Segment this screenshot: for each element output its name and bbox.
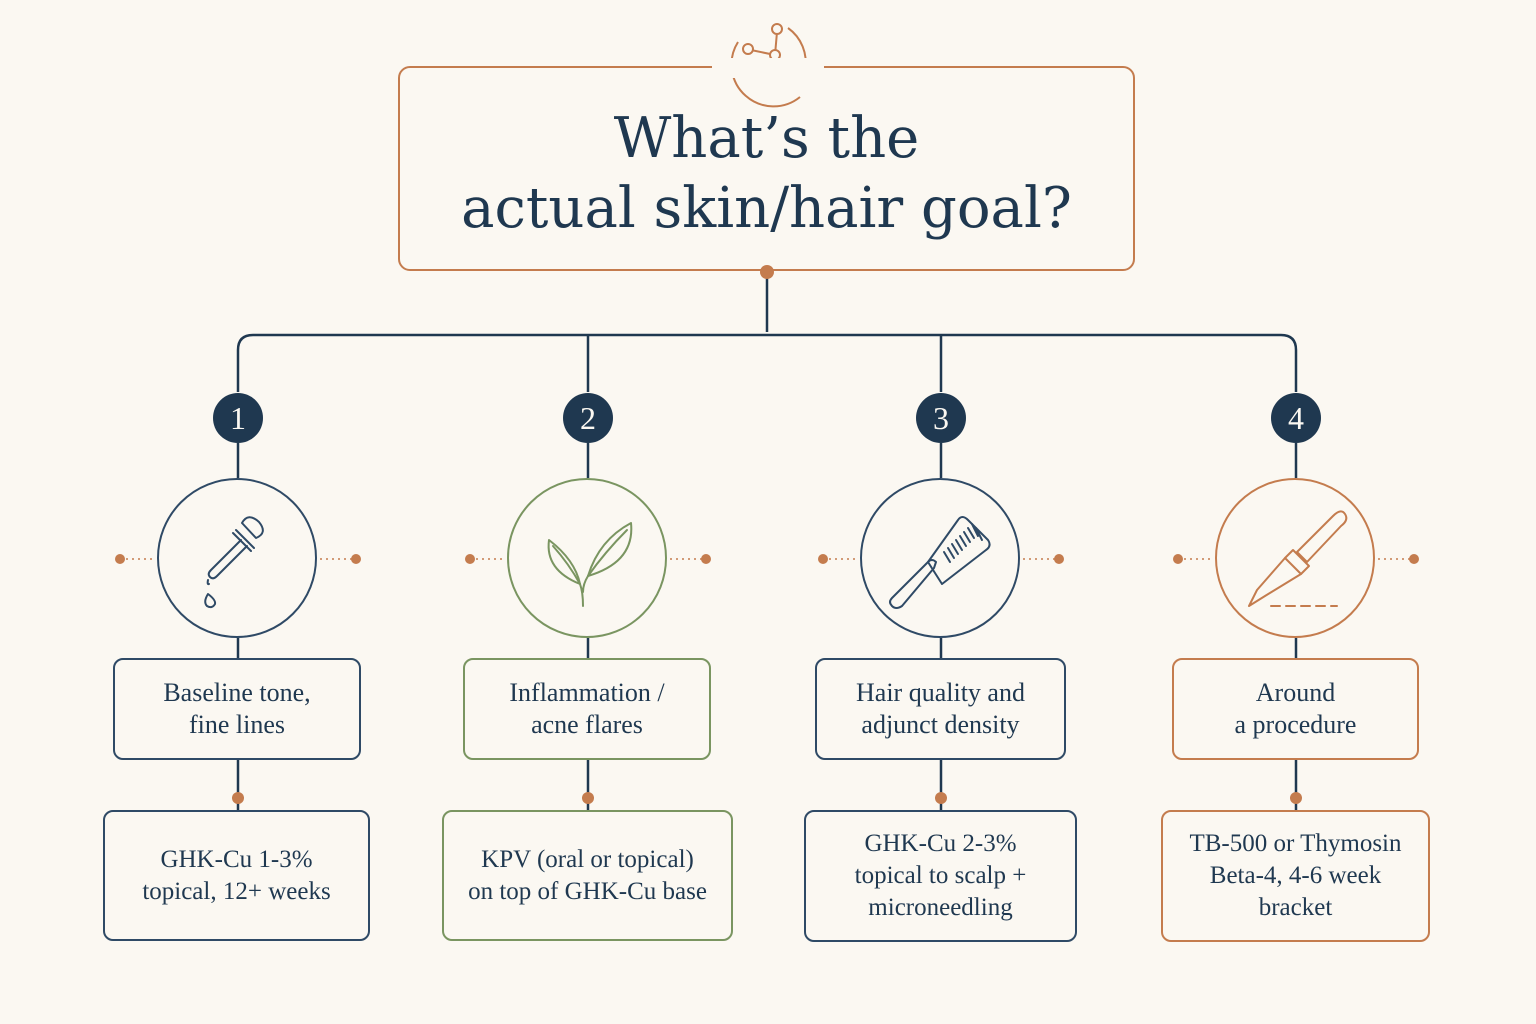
branch-4-right-dot xyxy=(1409,554,1419,564)
branch-3-goal-node xyxy=(935,792,947,804)
branch-3-goal-line-1: Hair quality and xyxy=(856,678,1025,707)
branch-4-goal-node xyxy=(1290,792,1302,804)
branch-2-icon-circle xyxy=(507,478,667,638)
branch-3-recommendation-box: GHK-Cu 2-3% topical to scalp + microneed… xyxy=(804,810,1077,942)
branch-1-icon-circle xyxy=(157,478,317,638)
branch-1-recommendation-box: GHK-Cu 1-3% topical, 12+ weeks xyxy=(103,810,370,941)
branch-3-icon-circle xyxy=(860,478,1020,638)
branch-1-rec-line-1: GHK-Cu 1-3% xyxy=(160,845,313,873)
branch-3-number-badge: 3 xyxy=(916,393,966,443)
branch-4-rec-line-3: bracket xyxy=(1258,894,1333,921)
branch-3-rec-line-1: GHK-Cu 2-3% xyxy=(864,830,1017,857)
branch-1-goal-line-2: fine lines xyxy=(188,710,286,739)
branch-2-right-dot xyxy=(701,554,711,564)
branch-1-goal-node xyxy=(232,792,244,804)
branch-4-recommendation-box: TB-500 or Thymosin Beta-4, 4-6 week brac… xyxy=(1161,810,1430,942)
branch-2-goal-node xyxy=(582,792,594,804)
title-box-gap xyxy=(712,58,824,78)
branch-1-left-dot xyxy=(115,554,125,564)
scalpel-icon xyxy=(1248,510,1348,607)
trunk-node xyxy=(760,265,774,279)
branch-4-rec-line-1: TB-500 or Thymosin xyxy=(1189,830,1402,857)
branch-2-goal-box: Inflammation / acne flares xyxy=(463,658,711,760)
branch-2-rec-line-2: on top of GHK-Cu base xyxy=(468,877,707,905)
branch-4-goal-line-1: Around xyxy=(1255,678,1336,707)
branch-2-recommendation-box: KPV (oral or topical) on top of GHK-Cu b… xyxy=(442,810,733,941)
branch-2-rec-line-1: KPV (oral or topical) xyxy=(481,845,694,873)
branch-2-number-badge: 2 xyxy=(563,393,613,443)
branch-1-goal-line-1: Baseline tone, xyxy=(163,678,311,707)
molecule-icon xyxy=(730,23,807,108)
branch-3-goal-line-2: adjunct density xyxy=(861,710,1020,739)
branch-2-left-dot xyxy=(465,554,475,564)
branch-4-number-badge: 4 xyxy=(1271,393,1321,443)
branch-3-right-dot xyxy=(1054,554,1064,564)
branch-4-goal-line-2: a procedure xyxy=(1234,710,1357,739)
branch-4-rec-line-2: Beta-4, 4-6 week xyxy=(1209,862,1382,889)
leaf-icon xyxy=(547,522,633,607)
branch-2-goal-line-1: Inflammation / xyxy=(509,678,665,707)
branch-4-icon-circle xyxy=(1215,478,1375,638)
branch-4-goal-box: Around a procedure xyxy=(1172,658,1419,760)
title-line-2: actual skin/hair goal? xyxy=(461,176,1072,241)
branch-3-rec-line-3: microneedling xyxy=(868,894,1013,921)
branch-1-right-dot xyxy=(351,554,361,564)
page-title: What’s the actual skin/hair goal? xyxy=(398,104,1135,244)
branch-bus xyxy=(236,333,1298,392)
title-line-1: What’s the xyxy=(613,106,920,171)
branch-1-rec-line-2: topical, 12+ weeks xyxy=(142,877,331,905)
branch-1-number-badge: 1 xyxy=(213,393,263,443)
branch-4-left-dot xyxy=(1173,554,1183,564)
dropper-icon xyxy=(204,516,264,609)
branch-1-goal-box: Baseline tone, fine lines xyxy=(113,658,361,760)
branch-3-left-dot xyxy=(818,554,828,564)
branch-3-goal-box: Hair quality and adjunct density xyxy=(815,658,1066,760)
comb-icon xyxy=(889,516,991,609)
branch-3-rec-line-2: topical to scalp + xyxy=(854,862,1027,889)
branch-2-goal-line-2: acne flares xyxy=(531,710,643,739)
